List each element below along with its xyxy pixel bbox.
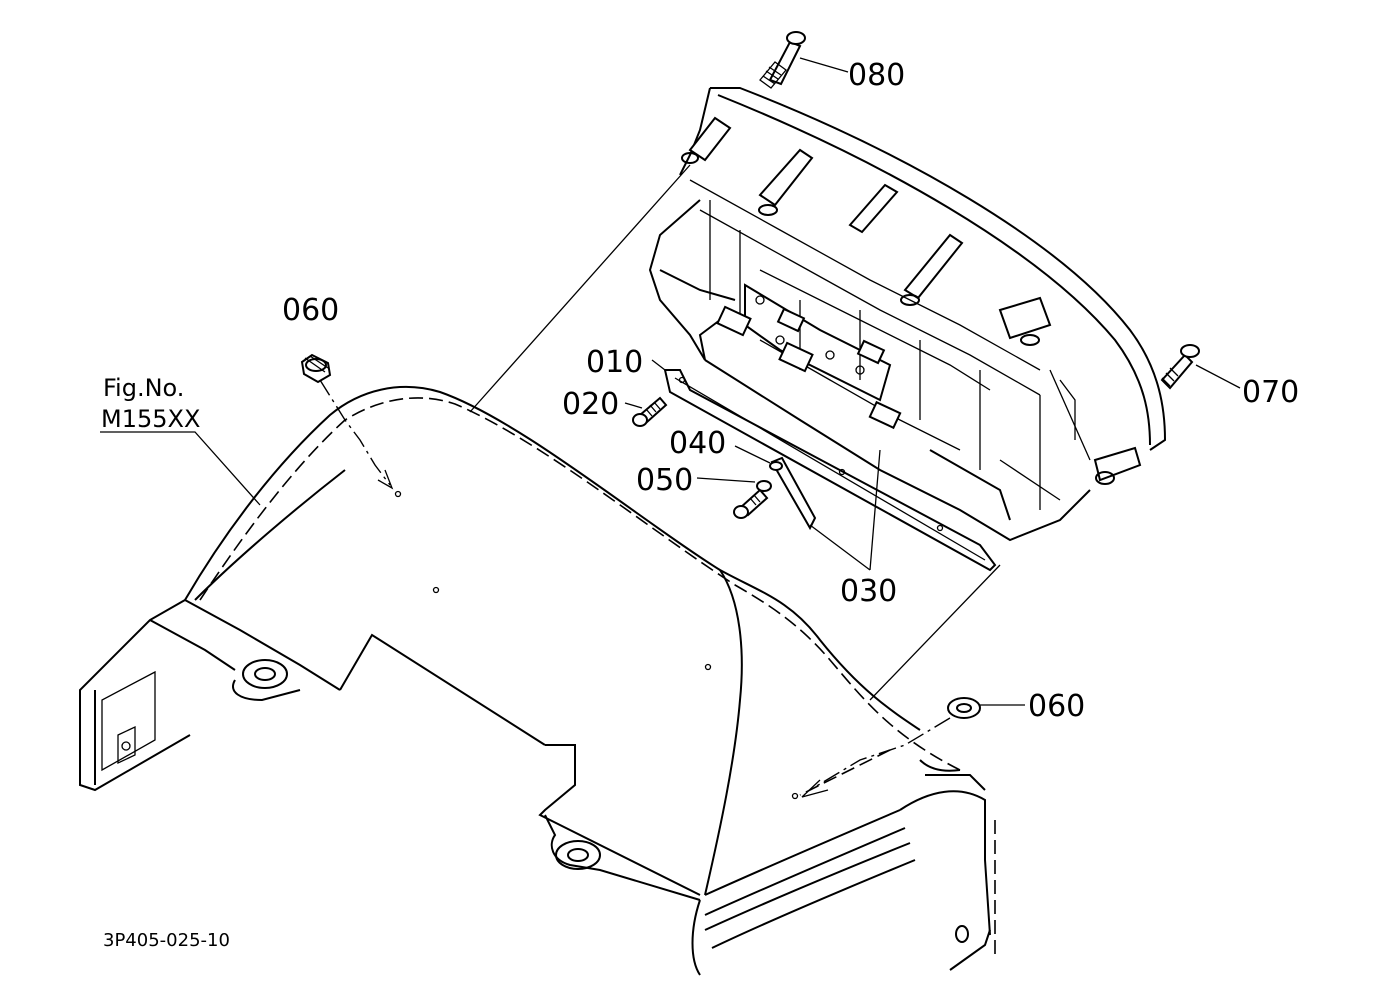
callout-070: 070: [1242, 375, 1299, 410]
hood-cover: [79, 386, 996, 976]
screw-080: [759, 31, 806, 89]
grommet-060-left: [300, 353, 332, 384]
grommet-060-right: [947, 697, 981, 719]
figure-reference-line2: M155XX: [101, 405, 200, 433]
screw-070: [1160, 344, 1200, 390]
screw-050: [733, 480, 772, 519]
leader-lines: [100, 57, 1241, 706]
drawing-id: 3P405-025-10: [103, 930, 230, 951]
callout-050: 050: [636, 463, 693, 498]
strap-040: [769, 456, 817, 531]
callout-060-right: 060: [1028, 689, 1085, 724]
callout-010: 010: [586, 345, 643, 380]
callout-030: 030: [840, 574, 897, 609]
callout-060-left: 060: [282, 293, 339, 328]
callout-040: 040: [669, 426, 726, 461]
screw-020: [632, 396, 668, 427]
assembly-lines: [319, 164, 1001, 798]
mounting-plate: [663, 369, 997, 572]
instrument-panel-housing: [648, 87, 1167, 542]
callout-080: 080: [848, 58, 905, 93]
figure-reference-line1: Fig.No.: [103, 374, 184, 402]
callout-020: 020: [562, 387, 619, 422]
